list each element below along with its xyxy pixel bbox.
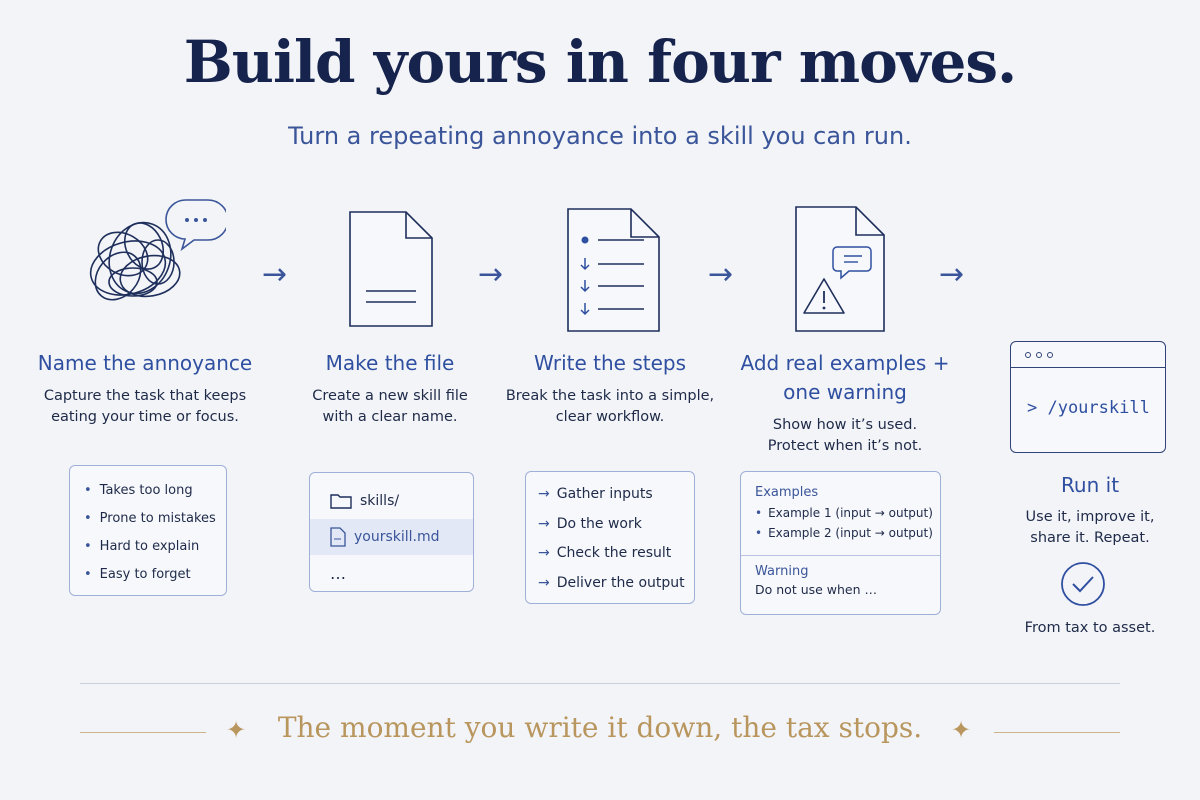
step-5-title: Run it — [1060, 473, 1120, 497]
tree-folder-row[interactable]: skills/ — [310, 483, 473, 519]
list-item: → Gather inputs — [538, 482, 694, 512]
sparkle-icon: ✦ — [226, 716, 247, 744]
step-2-desc-line-1: Create a new skill file — [312, 388, 468, 404]
checkmark-circle-icon — [1061, 562, 1105, 606]
flow-arrow-3: → — [708, 257, 734, 292]
terminal-titlebar — [1011, 342, 1165, 368]
tree-more-row: … — [330, 563, 346, 583]
step-4-title: Add real examples + one warning — [730, 349, 960, 407]
tagline-rule-left — [80, 732, 206, 733]
step-1-title: Name the annoyance — [37, 351, 253, 375]
step-5-description: Use it, improve it, share it. Repeat. — [990, 507, 1190, 549]
example-item: Example 2 (input → output) — [741, 523, 940, 543]
step-4-desc-line-2: Protect when it’s not. — [767, 438, 923, 454]
tree-file-row[interactable]: yourskill.md — [310, 519, 473, 555]
step-4-title-line-2: one warning — [783, 380, 907, 404]
step-2-desc-line-2: with a clear name. — [322, 409, 458, 425]
step-4-title-line-1: Add real examples + — [740, 351, 950, 375]
step-5-desc-line-1: Use it, improve it, — [1025, 509, 1155, 525]
step-4-description: Show how it’s used. Protect when it’s no… — [730, 415, 960, 457]
sparkle-icon: ✦ — [951, 716, 972, 744]
terminal-window: > /yourskill — [1010, 341, 1166, 453]
window-dot-icon — [1036, 351, 1042, 358]
examples-label: Examples — [755, 485, 819, 500]
arrow-right-icon: → — [538, 486, 550, 502]
list-item: → Do the work — [538, 512, 694, 542]
arrow-right-icon: → — [538, 574, 550, 591]
steps-document-icon — [567, 208, 660, 332]
step-1-description: Capture the task that keeps eating your … — [30, 386, 260, 428]
step-2-description: Create a new skill file with a clear nam… — [290, 386, 490, 428]
warning-label: Warning — [755, 564, 809, 579]
folder-name: skills/ — [360, 493, 400, 509]
workflow-card: → Gather inputs → Do the work → Check the r… — [525, 471, 695, 604]
file-icon — [330, 527, 346, 547]
step-1-desc-line-2: eating your time or focus. — [51, 409, 239, 425]
step-1-desc-line-1: Capture the task that keeps — [43, 388, 247, 404]
window-dot-icon — [1047, 351, 1053, 358]
flow-arrow-2: → — [478, 257, 504, 292]
terminal-command: > /yourskill — [1027, 398, 1150, 418]
step-4-desc-line-1: Show how it’s used. — [772, 417, 918, 433]
step-2-title: Make the file — [325, 351, 455, 375]
list-item: Hard to explain — [84, 536, 226, 564]
list-item: Easy to forget — [84, 564, 226, 592]
flow-step-label: Gather inputs — [556, 486, 653, 502]
list-item: Prone to mistakes — [84, 508, 226, 536]
warning-text: Do not use when … — [755, 582, 878, 597]
step-3-desc-line-1: Break the task into a simple, — [505, 388, 715, 404]
flow-arrow-1: → — [262, 257, 288, 292]
flow-step-label: Do the work — [556, 515, 642, 532]
flow-step-label: Deliver the output — [556, 574, 685, 591]
markdown-file-icon — [349, 211, 433, 327]
step-5-footer: From tax to asset. — [1024, 620, 1156, 636]
tagline-rule-right — [994, 732, 1120, 733]
step-3-title: Write the steps — [533, 351, 687, 375]
warning-document-icon — [795, 206, 885, 332]
list-item: → Check the result — [538, 541, 694, 571]
step-5-desc-line-2: share it. Repeat. — [1030, 530, 1150, 546]
examples-warning-card: Examples Example 1 (input → output) Exam… — [740, 471, 941, 615]
file-name: yourskill.md — [354, 529, 440, 545]
list-item: → Deliver the output — [538, 571, 694, 601]
window-dot-icon — [1025, 351, 1031, 358]
step-3-description: Break the task into a simple, clear work… — [500, 386, 720, 428]
flow-arrow-4: → — [939, 257, 965, 292]
tagline: The moment you write it down, the tax st… — [277, 711, 923, 744]
arrow-right-icon: → — [538, 545, 550, 561]
arrow-right-icon: → — [538, 515, 550, 532]
file-tree-card: skills/ yourskill.md … — [309, 472, 474, 592]
card-divider — [741, 555, 940, 556]
page-subtitle: Turn a repeating annoyance into a skill … — [288, 122, 912, 150]
list-item: Takes too long — [84, 480, 226, 508]
example-item: Example 1 (input → output) — [741, 503, 940, 523]
flow-step-label: Check the result — [556, 545, 672, 561]
section-divider — [80, 683, 1120, 684]
step-3-desc-line-2: clear workflow. — [555, 409, 665, 425]
annoyance-traits-card: Takes too long Prone to mistakes Hard to… — [69, 465, 227, 596]
page-title: Build yours in four moves. — [183, 28, 1017, 96]
folder-icon — [330, 493, 352, 509]
tangled-scribble-icon — [89, 199, 226, 301]
